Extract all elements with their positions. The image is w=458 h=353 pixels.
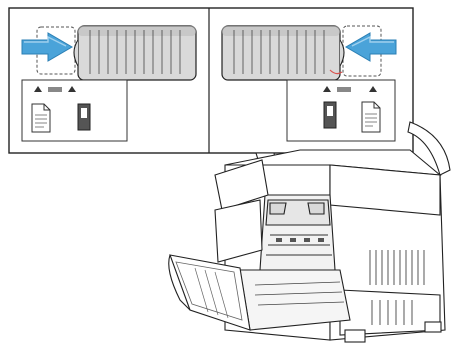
envelope-down-icon — [324, 102, 336, 128]
envelope-up-icon — [362, 102, 380, 132]
left-lever-legend — [22, 80, 127, 141]
left-lever — [74, 26, 196, 80]
right-lever-legend — [287, 80, 395, 141]
printer-illustration — [169, 122, 450, 342]
envelope-up-icon — [32, 104, 50, 132]
envelope-down-icon — [78, 104, 90, 130]
right-lever — [222, 26, 344, 80]
